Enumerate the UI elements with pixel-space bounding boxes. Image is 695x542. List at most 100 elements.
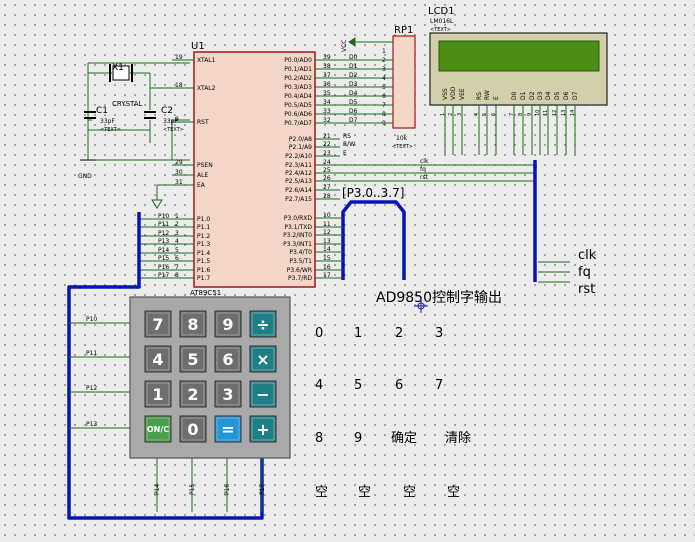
output-grid-cell[interactable]: 空 <box>447 485 460 500</box>
lcd-pin-name: D7 <box>572 91 579 100</box>
keypad-key[interactable]: 1 <box>144 380 172 408</box>
c1-value: 33pF <box>100 118 115 125</box>
output-grid-cell[interactable]: 5 <box>354 378 362 393</box>
output-grid-cell[interactable]: 0 <box>315 326 323 341</box>
c2-ref: C2 <box>161 106 173 116</box>
bus-label: [P3.0..3.7] <box>342 186 404 200</box>
keypad-key[interactable]: 2 <box>179 380 207 408</box>
keypad-key[interactable]: ÷ <box>249 310 277 338</box>
output-grid-cell[interactable]: 3 <box>435 326 443 341</box>
keypad-key-face <box>144 310 172 338</box>
keypad-key[interactable]: 5 <box>179 345 207 373</box>
u1-pin-name: P1.7 <box>197 275 210 282</box>
keypad-key-face <box>249 415 277 443</box>
keypad-key-face <box>249 345 277 373</box>
keypad-key-label: 6 <box>222 350 233 369</box>
p1-net-label: P12 <box>158 230 169 237</box>
u1-pin-name: P1.1 <box>197 224 210 231</box>
lcd-pin-name: D1 <box>520 91 527 100</box>
out-fq-label: fq <box>578 265 591 280</box>
p0-pin-name: P0.2/AD2 <box>284 75 312 82</box>
keypad-key[interactable]: + <box>249 415 277 443</box>
u1-pin-name: XTAL2 <box>197 85 216 92</box>
lcd-pin-name: VSS <box>442 88 449 100</box>
keypad-key-face <box>179 345 207 373</box>
keypad-col-wires <box>156 458 263 512</box>
u1-pin-number: 18 <box>175 82 183 89</box>
output-grid-cell[interactable]: 7 <box>435 378 443 393</box>
p1-net-label: P15 <box>158 255 169 262</box>
output-grid-cell[interactable]: 空 <box>403 485 416 500</box>
rp1-body <box>392 35 416 129</box>
keypad-key[interactable]: × <box>249 345 277 373</box>
p0-pin-number: 36 <box>323 81 331 88</box>
keypad-key[interactable]: − <box>249 380 277 408</box>
u1-pin-name: EA <box>197 182 206 189</box>
gnd-label: GND <box>78 173 92 180</box>
output-grid-cell[interactable]: 空 <box>358 485 371 500</box>
output-grid-cell[interactable]: 1 <box>354 326 362 341</box>
keypad-key-bevel <box>181 382 205 406</box>
output-grid-cell[interactable]: 8 <box>315 431 323 446</box>
u1-pin-number: 6 <box>175 255 179 262</box>
keypad-key-bevel <box>251 382 275 406</box>
lcd-part: LM016L <box>430 18 454 25</box>
lcd-pin-number: 14 <box>570 110 576 116</box>
u1-pin-name: P1.2 <box>197 233 210 240</box>
keypad-key-bevel <box>146 382 170 406</box>
keypad-key-label: 5 <box>187 350 198 369</box>
p0-pin-number: 39 <box>323 54 331 61</box>
keypad-col-net: P17 <box>259 484 266 495</box>
p2-pin-name: P2.5/A13 <box>285 178 312 185</box>
p2-pin-number: 26 <box>323 175 331 182</box>
u1-pin-name: P1.0 <box>197 216 210 223</box>
x1-ref: X1 <box>112 63 124 73</box>
output-grid-cell[interactable]: 6 <box>395 378 403 393</box>
output-grid-cell[interactable]: 确定 <box>391 431 417 446</box>
p3-pin-name: P3.5/T1 <box>289 258 312 265</box>
output-wires <box>538 261 570 283</box>
keypad-row-net: P13 <box>86 421 97 428</box>
u1-chip-body <box>193 51 316 288</box>
lcd-pin-number: 1 <box>440 113 446 116</box>
rp1-text: <TEXT> <box>392 144 413 150</box>
output-grid-cell[interactable]: 4 <box>315 378 323 393</box>
keypad-key[interactable]: 9 <box>214 310 242 338</box>
p1-net-label: P11 <box>158 221 169 228</box>
u1-pin-number: 30 <box>175 169 183 176</box>
keypad-key[interactable]: 4 <box>144 345 172 373</box>
keypad-key[interactable]: 8 <box>179 310 207 338</box>
keypad-key[interactable]: 6 <box>214 345 242 373</box>
output-grid-cell[interactable]: 清除 <box>445 431 471 446</box>
output-grid-cell[interactable]: 2 <box>395 326 403 341</box>
lcd-pin-number: 2 <box>448 113 454 116</box>
keypad-key[interactable]: ON/C <box>144 415 172 443</box>
keypad-key[interactable]: 7 <box>144 310 172 338</box>
p2-pin-number: 28 <box>323 193 331 200</box>
d-net-label: D6 <box>349 108 358 115</box>
p3-pin-number: 16 <box>323 264 331 271</box>
p3-pin-name: P3.0/RXD <box>284 215 312 222</box>
keypad-key-face <box>144 415 172 443</box>
keypad-key-label: ON/C <box>147 425 169 434</box>
keypad-key[interactable]: = <box>214 415 242 443</box>
u1-part: AT89C51 <box>190 289 221 297</box>
p2-pin-number: 22 <box>323 141 331 148</box>
rp1-ref: RP1 <box>394 25 413 36</box>
keypad-key[interactable]: 0 <box>179 415 207 443</box>
p2-net-label: R/W <box>343 141 355 148</box>
output-grid-cell[interactable]: 9 <box>354 431 362 446</box>
keypad-key-label: 2 <box>187 385 198 404</box>
keypad-key[interactable]: 3 <box>214 380 242 408</box>
keypad-key-face <box>179 415 207 443</box>
output-grid-cell[interactable]: 空 <box>315 485 328 500</box>
p0-pin-name: P0.4/AD4 <box>284 93 312 100</box>
p0-pin-name: P0.6/AD6 <box>284 111 312 118</box>
u1-pin-number: 29 <box>175 159 183 166</box>
keypad-key-face <box>214 380 242 408</box>
keypad-key-bevel <box>146 312 170 336</box>
